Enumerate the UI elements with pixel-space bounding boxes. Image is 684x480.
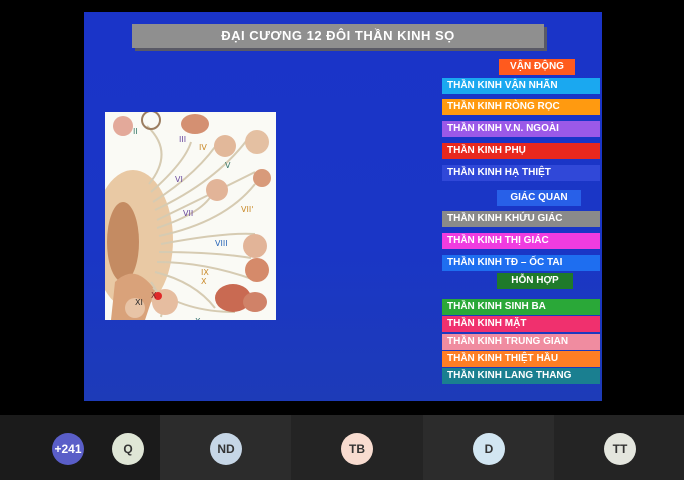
nerve-label-optic: THẦN KINH THỊ GIÁC <box>442 233 600 249</box>
tongue-marker <box>154 292 162 300</box>
group-header-motor: VẬN ĐỘNG <box>499 59 575 75</box>
nerve-label-hypoglossal: THẦN KINH HẠ THIỆT <box>442 165 600 181</box>
figure-label-IV: IV <box>199 143 207 152</box>
participant-tile-d[interactable]: D <box>423 415 554 480</box>
figure-label-III: III <box>179 135 186 144</box>
figure-label-X-1: X <box>201 277 207 286</box>
nerve-label-accessory: THẦN KINH PHỤ <box>442 143 600 159</box>
figure-label-X-3: X <box>195 317 201 320</box>
figure-label-IX: IX <box>201 268 209 277</box>
cranial-nerves-illustration: II III IV V VI VII VII' VIII IX X X XI X <box>105 112 276 320</box>
participant-avatar-q[interactable]: Q <box>112 433 144 465</box>
nerve-label-trochlear: THẦN KINH RÒNG RỌC <box>442 99 600 115</box>
participant-tile-nd[interactable]: ND <box>160 415 291 480</box>
figure-label-X-2: X <box>151 291 157 300</box>
presentation-slide: ĐẠI CƯƠNG 12 ĐÔI THẦN KINH SỌ VẬN ĐỘNG G… <box>84 12 602 401</box>
group-header-mixed: HỖN HỢP <box>497 273 573 289</box>
nerve-label-glossopharyngeal: THẦN KINH THIỆT HẦU <box>442 351 600 367</box>
nerve-label-intermediate: THẦN KINH TRUNG GIAN <box>442 334 600 350</box>
stomach-vignette <box>243 292 267 312</box>
throat-vignette <box>245 258 269 282</box>
heart-vignette <box>215 284 251 312</box>
figure-label-V: V <box>225 161 231 170</box>
participant-tile-tb[interactable]: TB <box>291 415 423 480</box>
nerve-label-oculomotor: THẦN KINH VẬN NHÃN <box>442 78 600 94</box>
participant-avatar-d[interactable]: D <box>473 433 505 465</box>
head-vignette-2 <box>245 130 269 154</box>
eye-vignette <box>141 112 161 130</box>
shoulder-vignette <box>125 298 145 318</box>
head-vignette-1 <box>214 135 236 157</box>
group-header-sensory: GIÁC QUAN <box>497 190 581 206</box>
nerve-label-vestibulocochlear: THẦN KINH TĐ – ỐC TAI <box>442 255 600 271</box>
figure-label-II: II <box>133 127 138 136</box>
nerve-label-trigeminal: THẦN KINH SINH BA <box>442 299 600 315</box>
nerve-label-vagus: THẦN KINH LANG THANG <box>442 368 600 384</box>
participant-tile-tt[interactable]: TT <box>554 415 684 480</box>
figure-label-VI: VI <box>175 175 183 184</box>
nose-vignette <box>113 116 133 136</box>
nerve-fibers <box>146 125 256 318</box>
participant-bar: +241 Q ND TB D TT <box>0 415 684 480</box>
figure-label-VII: VII <box>183 209 193 218</box>
nerve-label-facial: THẦN KINH MẶT <box>442 316 600 332</box>
orbit-vignette <box>181 114 209 134</box>
brainstem-core <box>107 202 139 282</box>
head-vignette-4 <box>243 234 267 258</box>
ear-vignette <box>253 169 271 187</box>
figure-label-VIII: VIII <box>215 239 228 248</box>
participant-avatar-tb[interactable]: TB <box>341 433 373 465</box>
participant-avatar-tt[interactable]: TT <box>604 433 636 465</box>
slide-title: ĐẠI CƯƠNG 12 ĐÔI THẦN KINH SỌ <box>132 24 544 48</box>
nerve-label-abducens: THẦN KINH V.N. NGOÀI <box>442 121 600 137</box>
participant-avatar-nd[interactable]: ND <box>210 433 242 465</box>
figure-label-XI: XI <box>135 298 143 307</box>
figure-label-VII-prime: VII' <box>241 205 253 214</box>
head-vignette-3 <box>206 179 228 201</box>
participant-tile-overflow[interactable]: +241 Q <box>0 415 160 480</box>
overflow-count-badge[interactable]: +241 <box>52 433 84 465</box>
nerve-label-olfactory: THẦN KINH KHỨU GIÁC <box>442 211 600 227</box>
